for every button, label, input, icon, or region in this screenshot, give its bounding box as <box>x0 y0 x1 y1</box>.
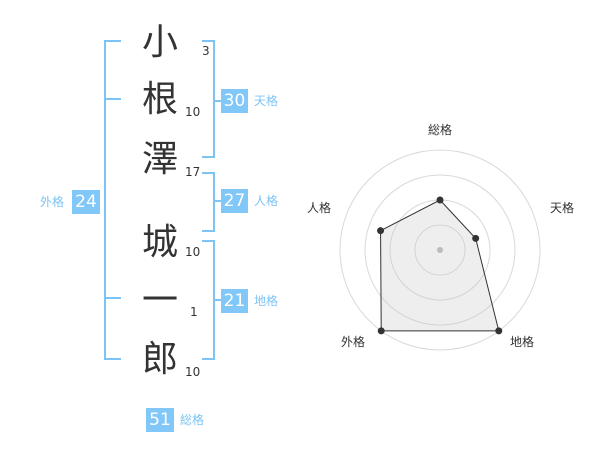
gaikaku-bracket-tick-lower <box>104 297 121 299</box>
radar-grid-ring-1 <box>414 224 466 276</box>
jinkaku-bracket-stem <box>215 200 223 202</box>
name-char-6: 郎 <box>141 339 178 380</box>
soukaku-badge: 51 <box>146 408 174 432</box>
gaikaku-bracket <box>104 40 121 360</box>
stroke-count-3: 17 <box>185 165 201 179</box>
radar-axis-label-gaikaku: 外格 <box>341 335 366 349</box>
stroke-count-4: 10 <box>185 245 201 259</box>
soukaku-label: 総格 <box>180 413 205 427</box>
radar-grid-ring-3 <box>364 174 516 326</box>
radar-axis-label-chikaku: 地格 <box>510 335 535 349</box>
tenkaku-bracket <box>202 40 215 158</box>
radar-point-3 <box>495 327 503 335</box>
chikaku-label: 地格 <box>254 294 279 308</box>
name-char-4: 城 <box>141 222 178 263</box>
radar-point-5 <box>377 227 385 235</box>
stroke-count-2: 10 <box>185 105 201 119</box>
stroke-count-1: 3 <box>202 44 210 58</box>
chikaku-badge: 21 <box>221 289 248 313</box>
name-char-3: 澤 <box>141 139 178 180</box>
radar-grid-ring-4 <box>339 149 541 351</box>
chikaku-bracket <box>202 240 215 360</box>
chikaku-bracket-stem <box>215 299 223 301</box>
jinkaku-bracket <box>202 172 215 232</box>
tenkaku-bracket-stem <box>215 100 223 102</box>
tenkaku-label: 天格 <box>254 94 279 108</box>
stroke-count-6: 10 <box>185 365 201 379</box>
radar-point-1 <box>436 196 444 204</box>
stroke-count-5: 1 <box>190 305 198 319</box>
radar-axis-label-soukaku: 総格 <box>428 123 453 137</box>
radar-axis-label-jinkaku: 人格 <box>307 201 332 215</box>
jinkaku-badge: 27 <box>221 189 248 213</box>
gaikaku-bracket-tick-upper <box>104 98 121 100</box>
jinkaku-label: 人格 <box>254 194 279 208</box>
name-char-5: 一 <box>141 280 178 321</box>
name-char-1: 小 <box>141 22 178 63</box>
gaikaku-label: 外格 <box>40 195 65 209</box>
radar-point-4 <box>377 327 385 335</box>
radar-center-dot <box>437 247 443 253</box>
name-char-2: 根 <box>141 79 178 120</box>
radar-axis-label-tenkaku: 天格 <box>550 201 575 215</box>
radar-value-polygon <box>380 199 500 332</box>
radar-point-2 <box>472 234 480 242</box>
gaikaku-badge: 24 <box>72 190 100 214</box>
tenkaku-badge: 30 <box>221 89 248 113</box>
